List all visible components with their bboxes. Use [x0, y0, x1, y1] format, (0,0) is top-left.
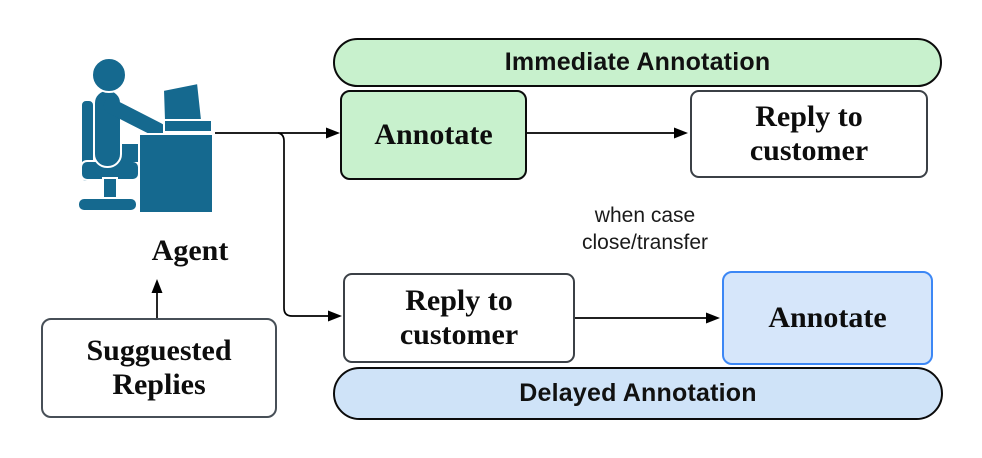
- immediate-reply-node: Reply to customer: [690, 90, 928, 178]
- delayed-reply-node: Reply to customer: [343, 273, 575, 363]
- immediate-annotate-label: Annotate: [374, 117, 493, 151]
- desk: [138, 133, 214, 214]
- arrowhead-right-icon: [674, 127, 688, 139]
- delayed-annotate-label: Annotate: [768, 300, 887, 334]
- delayed-annotation-header: Delayed Annotation: [333, 367, 943, 420]
- immediate-reply-label: Reply to customer: [749, 99, 869, 168]
- person-head: [91, 57, 127, 93]
- connector-agent-to-delayed: [277, 132, 328, 317]
- chair-base: [77, 197, 138, 212]
- arrowhead-right-icon: [328, 310, 342, 322]
- immediate-annotation-header-label: Immediate Annotation: [504, 48, 771, 76]
- agent-at-desk-icon: [77, 57, 214, 214]
- delayed-annotation-header-label: Delayed Annotation: [519, 379, 757, 407]
- arrowhead-right-icon: [706, 312, 720, 324]
- monitor-shelf: [163, 119, 213, 133]
- condition-label: when case close/transfer: [581, 204, 709, 255]
- agent-label: Agent: [151, 234, 229, 267]
- monitor-screen: [161, 81, 204, 121]
- arrowhead-right-icon: [326, 127, 340, 139]
- suggested-replies-node: Sugguested Replies: [41, 318, 277, 418]
- suggested-replies-label: Sugguested Replies: [86, 333, 232, 402]
- delayed-reply-label: Reply to customer: [399, 283, 519, 352]
- immediate-annotation-header: Immediate Annotation: [333, 38, 942, 87]
- delayed-annotate-node: Annotate: [722, 271, 933, 365]
- person-arm: [103, 98, 166, 138]
- immediate-annotate-node: Annotate: [340, 90, 527, 180]
- arrowhead-up-icon: [151, 279, 163, 293]
